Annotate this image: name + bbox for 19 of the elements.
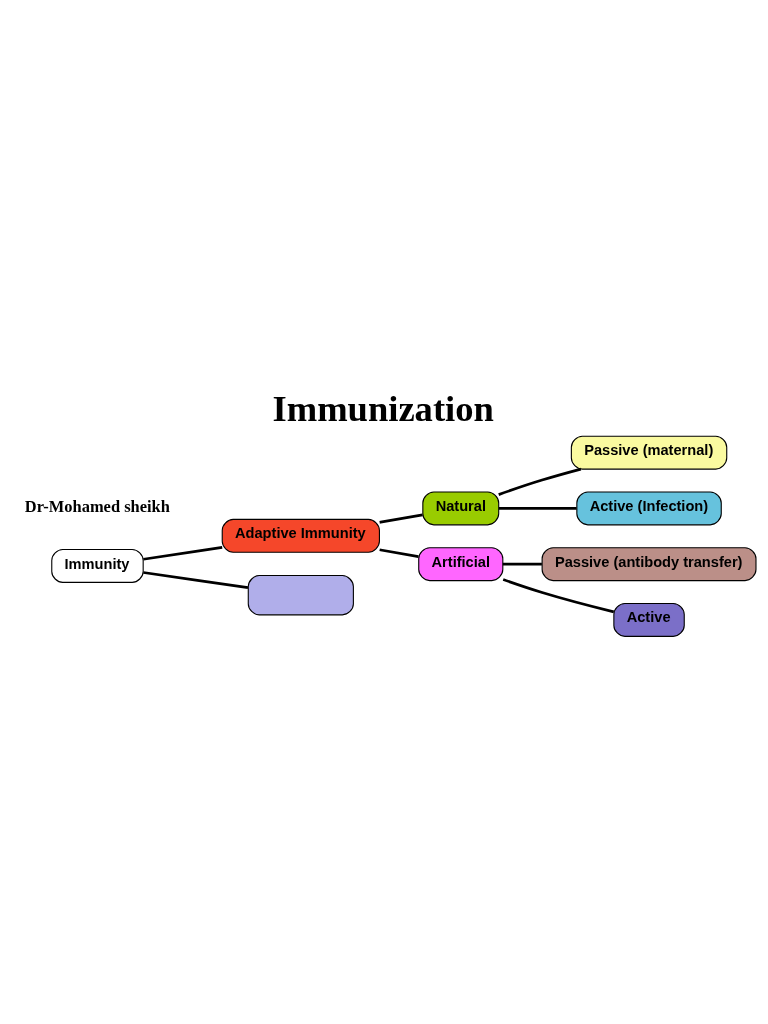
connector <box>379 547 419 558</box>
connector <box>498 467 582 496</box>
connector <box>379 513 423 524</box>
node-box: Active (Infection) <box>576 490 722 525</box>
node-box: Artificial <box>418 546 504 581</box>
node-box: Immunity <box>51 548 144 583</box>
connector <box>502 577 615 613</box>
connector <box>498 506 577 510</box>
node-box: Passive (antibody transfer) <box>541 546 757 581</box>
connector <box>143 570 249 589</box>
connector <box>502 562 542 565</box>
node-box: Passive (maternal) <box>570 435 728 470</box>
diagram-title: Immunization <box>272 387 494 429</box>
node-box: Active <box>613 602 685 637</box>
node-box: Adaptive Immunity <box>221 518 380 553</box>
connector <box>143 545 223 561</box>
node-box <box>247 574 354 615</box>
label: Dr-Mohamed sheikh <box>24 496 170 516</box>
node-box: Natural <box>422 490 500 525</box>
